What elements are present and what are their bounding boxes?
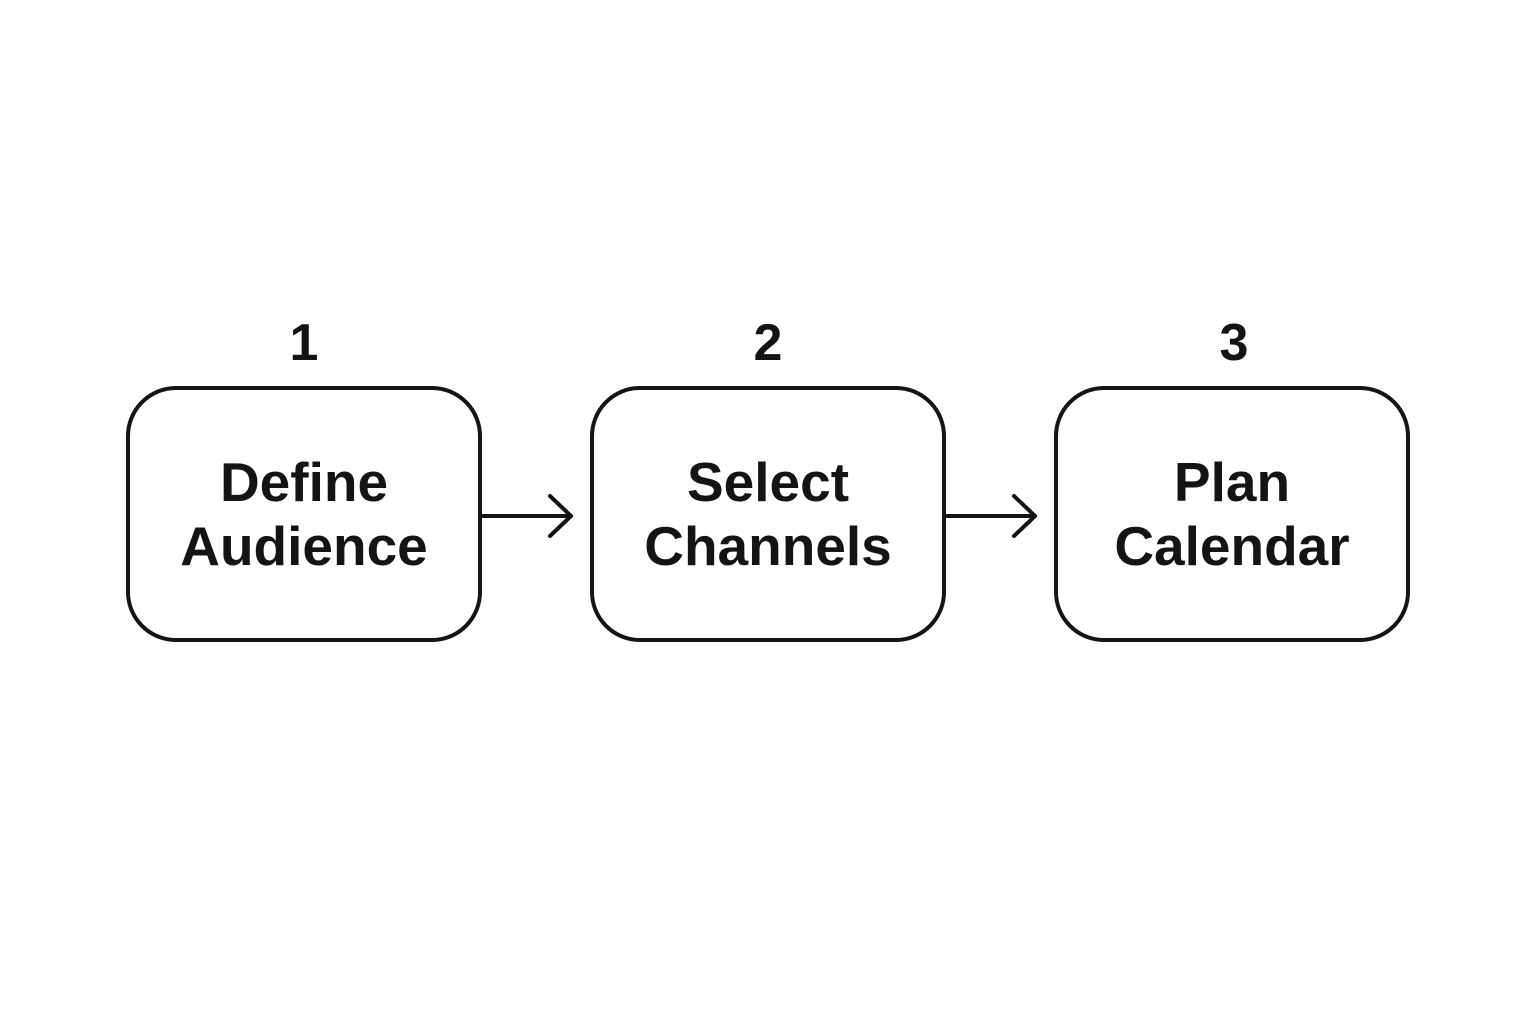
step-label-line-1: Select (686, 451, 850, 513)
arrow-head (1012, 494, 1037, 538)
arrow-step2-to-step3 (944, 494, 1037, 538)
step-box-plan-calendar: Plan Calendar (1054, 386, 1410, 642)
arrow-step1-to-step2 (480, 494, 573, 538)
step-label-line-1: Plan (1173, 451, 1291, 513)
step-box-select-channels: Select Channels (590, 386, 946, 642)
step-label-line-2: Channels (644, 515, 892, 577)
arrow-head (548, 494, 573, 538)
step-label-line-2: Audience (180, 515, 428, 577)
step-number-1: 1 (289, 314, 319, 372)
step-label-line-2: Calendar (1114, 515, 1350, 577)
step-box-define-audience: Define Audience (126, 386, 482, 642)
step-label-line-1: Define (219, 451, 389, 513)
step-number-2: 2 (753, 314, 783, 372)
step-number-3: 3 (1219, 314, 1249, 372)
